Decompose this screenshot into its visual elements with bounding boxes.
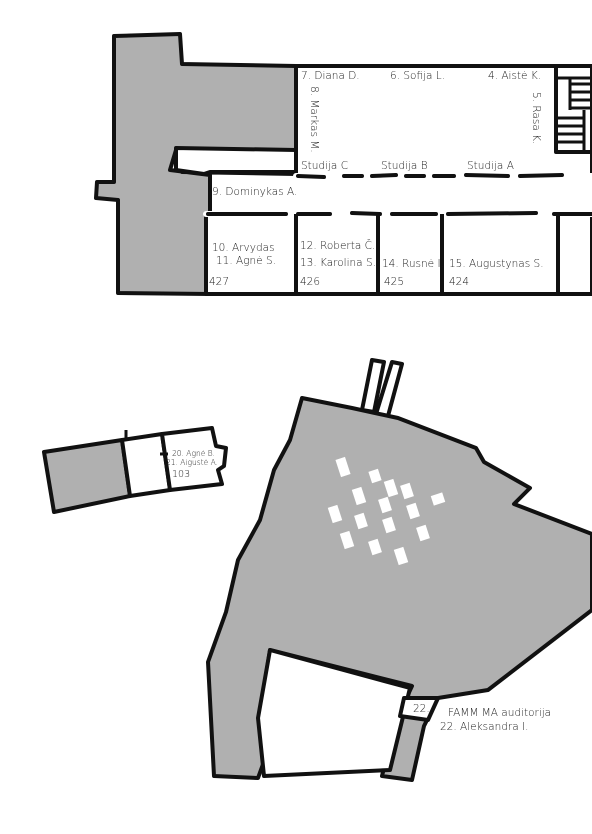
small-building-room bbox=[160, 426, 228, 492]
inner-court bbox=[256, 648, 412, 778]
room-label-14: 14. Rusnė I. bbox=[382, 258, 444, 270]
room-label-9: 9. Dominykas A. bbox=[212, 186, 298, 198]
studio-b-label: Studija B bbox=[381, 160, 428, 172]
room-label-8: 8. Markas M. bbox=[308, 86, 320, 153]
room-label-21: 21. Aigustė A. bbox=[166, 458, 219, 467]
room-label-20: 20. Agnė B. bbox=[172, 449, 215, 458]
room-number-103: 103 bbox=[172, 469, 191, 480]
wing-cutout bbox=[174, 146, 298, 176]
door-label-22: 22. bbox=[413, 703, 430, 715]
room-label-5: 5. Rasa K. bbox=[530, 92, 542, 145]
small-building-grey bbox=[42, 438, 132, 514]
room-number-426: 426 bbox=[300, 276, 321, 288]
room-label-4: 4. Aistė K. bbox=[488, 70, 542, 82]
corridor-wall-top bbox=[203, 173, 592, 217]
room-label-11: 11. Agnė S. bbox=[216, 255, 276, 267]
skylights bbox=[327, 456, 446, 566]
auditorium-label: FAMM MA auditorija bbox=[448, 707, 552, 719]
room-label-10: 10. Arvydas bbox=[212, 242, 275, 254]
room-label-22: 22. Aleksandra I. bbox=[440, 721, 529, 733]
room-number-427: 427 bbox=[209, 276, 230, 288]
room-label-13: 13. Karolina S. bbox=[300, 257, 376, 269]
studio-a-label: Studija A bbox=[467, 160, 514, 172]
room-label-6: 6. Sofija L. bbox=[390, 70, 445, 82]
room-number-424: 424 bbox=[449, 276, 470, 288]
studio-block bbox=[294, 64, 592, 178]
auditorium-room bbox=[398, 696, 440, 722]
room-label-15: 15. Augustynas S. bbox=[449, 258, 544, 270]
studio-c-label: Studija C bbox=[301, 160, 349, 172]
room-number-425: 425 bbox=[384, 276, 405, 288]
stair-steps bbox=[556, 76, 592, 152]
room-label-7: 7. Diana D. bbox=[301, 70, 360, 82]
room-label-12: 12. Roberta Č. bbox=[300, 240, 376, 252]
room-partitions bbox=[294, 214, 560, 294]
